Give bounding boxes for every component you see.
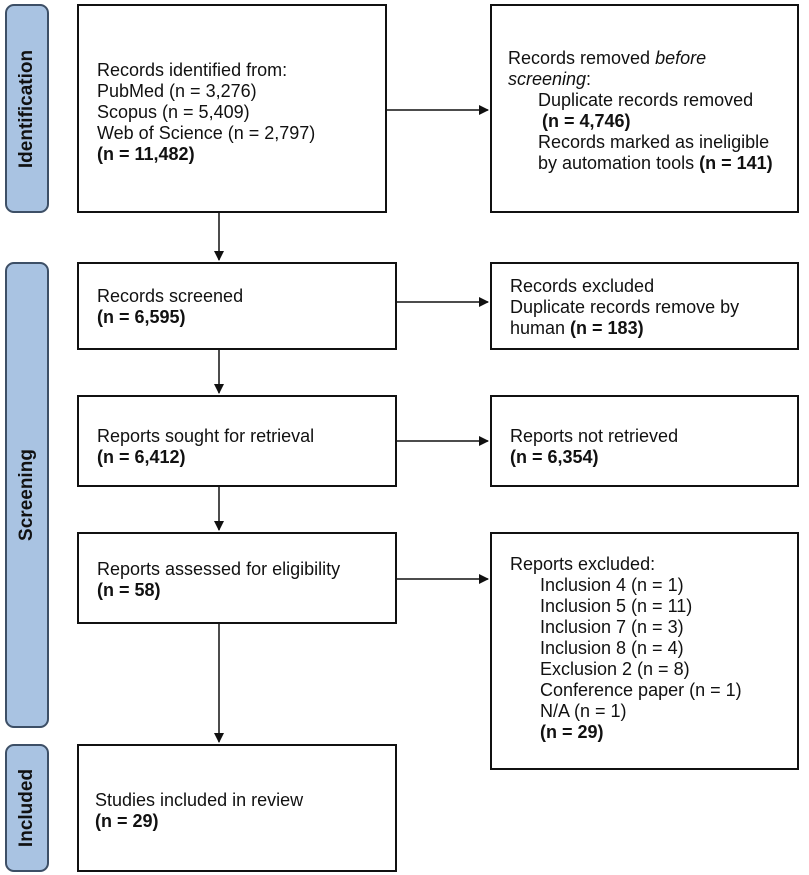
identified-total: (n = 11,482) [97, 144, 195, 164]
records-removed-box: Records removed before screening: Duplic… [490, 4, 799, 213]
list-item: Conference paper (n = 1) [540, 680, 742, 700]
phase-screening: Screening [5, 262, 49, 728]
list-item: Inclusion 7 (n = 3) [540, 617, 684, 637]
identified-pubmed: PubMed (n = 3,276) [97, 81, 257, 101]
removed-auto-line: by automation tools (n = 141) [538, 153, 773, 173]
assessed-label: Reports assessed for eligibility [97, 559, 341, 579]
list-item: N/A (n = 1) [540, 701, 627, 721]
studies-included-box: Studies included in review (n = 29) [77, 744, 397, 872]
list-item: Exclusion 2 (n = 8) [540, 659, 690, 679]
removed-auto-label-1: Records marked as ineligible [538, 132, 770, 152]
screened-count: (n = 6,595) [97, 307, 186, 327]
list-item: Inclusion 5 (n = 11) [540, 596, 693, 616]
identified-wos: Web of Science (n = 2,797) [97, 123, 316, 143]
reports-sought-box: Reports sought for retrieval (n = 6,412) [77, 395, 397, 487]
screened-label: Records screened [97, 286, 244, 306]
list-item: Inclusion 4 (n = 1) [540, 575, 684, 595]
sought-label: Reports sought for retrieval [97, 426, 315, 446]
reports-assessed-box: Reports assessed for eligibility (n = 58… [77, 532, 397, 624]
excluded-line1: Records excluded [510, 276, 655, 296]
removed-line2: screening: [508, 69, 592, 89]
excluded-line2: Duplicate records remove by [510, 297, 740, 317]
phase-included: Included [5, 744, 49, 872]
excluded-line3: human (n = 183) [510, 318, 644, 338]
not-retrieved-label: Reports not retrieved [510, 426, 679, 446]
removed-line1: Records removed before [508, 48, 707, 68]
included-count: (n = 29) [95, 811, 159, 831]
records-screened-box: Records screened (n = 6,595) [77, 262, 397, 350]
records-identified-box: Records identified from: PubMed (n = 3,2… [77, 4, 387, 213]
sought-count: (n = 6,412) [97, 447, 186, 467]
assessed-count: (n = 58) [97, 580, 161, 600]
reports-excluded-heading: Reports excluded: [510, 554, 656, 574]
removed-dup-label: Duplicate records removed [538, 90, 754, 110]
list-item: Inclusion 8 (n = 4) [540, 638, 684, 658]
not-retrieved-count: (n = 6,354) [510, 447, 599, 467]
reports-excluded-list: Inclusion 4 (n = 1) Inclusion 5 (n = 11)… [510, 575, 797, 743]
phase-identification: Identification [5, 4, 49, 213]
included-label: Studies included in review [95, 790, 304, 810]
identified-heading: Records identified from: [97, 60, 288, 80]
reports-not-retrieved-box: Reports not retrieved (n = 6,354) [490, 395, 799, 487]
identified-scopus: Scopus (n = 5,409) [97, 102, 250, 122]
removed-dup-count: (n = 4,746) [542, 111, 631, 131]
reports-excluded-total: (n = 29) [540, 722, 604, 742]
reports-excluded-box: Reports excluded: Inclusion 4 (n = 1) In… [490, 532, 799, 770]
records-excluded-box: Records excluded Duplicate records remov… [490, 262, 799, 350]
